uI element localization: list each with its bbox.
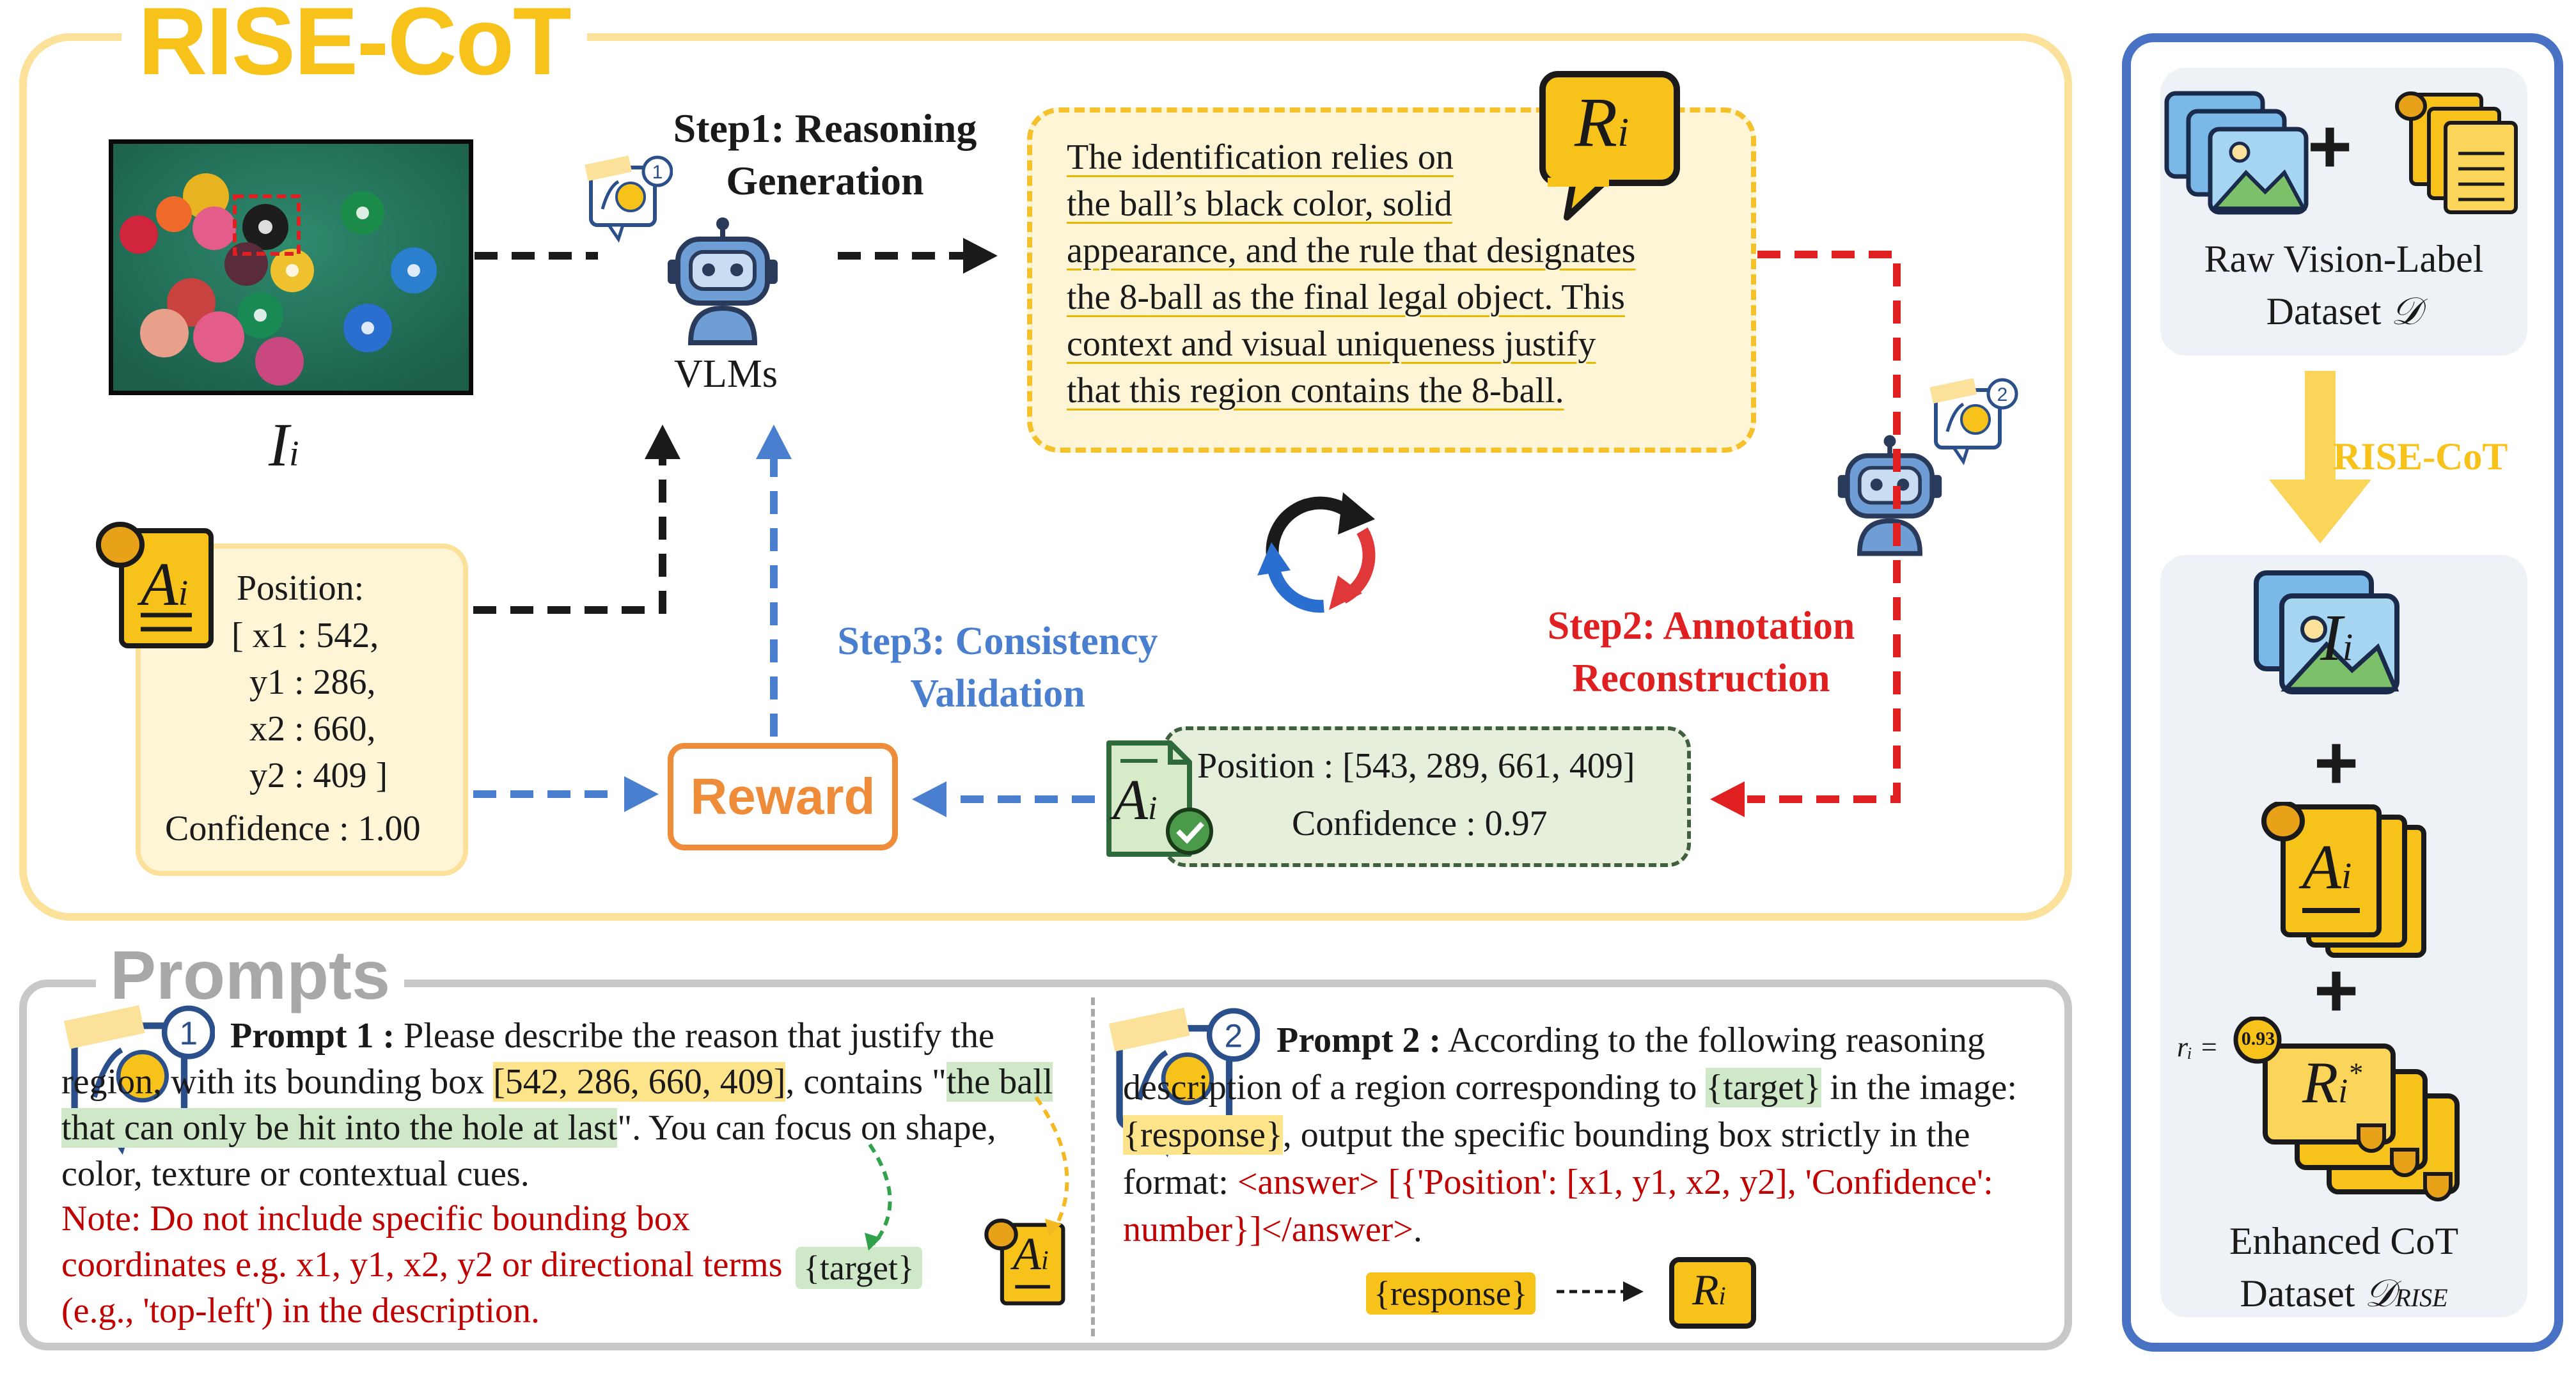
- reasoning-line: context and visual uniqueness justify: [1067, 324, 1596, 364]
- prompt2-label: Prompt 2 :: [1276, 1020, 1441, 1060]
- cycle-icon: [1253, 486, 1388, 620]
- annotation-position-label: Position:: [237, 568, 365, 608]
- reasoning-line: appearance, and the rule that designates: [1067, 231, 1636, 270]
- response-to-ri-arrow: [1557, 1281, 1644, 1302]
- annotation-ai-icon: Ai: [83, 519, 224, 653]
- ri-score-label: rᵢ =: [2177, 1031, 2219, 1063]
- prompt1-ai-icon: Ai: [976, 1215, 1072, 1311]
- raw-label-stack-icon: [2392, 90, 2520, 217]
- annotation-to-vlm-arrow: [473, 455, 666, 614]
- ri-score-badge: 0.93: [2241, 1028, 2275, 1049]
- rise-cot-down-arrow: [2269, 371, 2371, 543]
- reconstructed-ai-icon: Ai: [1094, 735, 1221, 863]
- svg-text:1: 1: [180, 1014, 198, 1051]
- image-label: Ii: [269, 410, 299, 479]
- prompt1-target-tag: {target}: [796, 1247, 922, 1289]
- badge-1: 1: [652, 162, 663, 183]
- prompt2-format: <answer> [{'Position': [x1, y1, x2, y2],…: [1123, 1162, 1993, 1249]
- rise-cot-arrow-label: RISE-CoT: [2333, 435, 2508, 478]
- rise-cot-title: RISE-CoT: [122, 0, 587, 97]
- reasoning-line: the 8-ball as the final legal object. Th…: [1067, 277, 1625, 317]
- enhanced-annotation-icon: Ai: [2251, 801, 2437, 962]
- enhanced-plus-1: +: [2314, 720, 2359, 806]
- enhanced-plus-2: +: [2314, 948, 2359, 1033]
- prompt2-ri-icon: Ri: [1669, 1257, 1756, 1329]
- prompt2-response-tag-2: {response}: [1366, 1272, 1535, 1315]
- svg-text:2: 2: [1997, 384, 2008, 405]
- prompt2-target-tag: {target}: [1706, 1068, 1821, 1107]
- prompt1-text: Prompt 1 : Please describe the reason th…: [61, 1016, 1053, 1194]
- prompt2-response-tag: {response}: [1123, 1115, 1283, 1155]
- enhanced-image-icon: Ii: [2250, 568, 2429, 721]
- dataset-panel: [2122, 33, 2563, 1352]
- annotation-confidence: Confidence : 1.00: [165, 809, 421, 848]
- step1-lightbulb-icon: 1: [583, 155, 673, 244]
- prompt1-link-arrows: [865, 1096, 1069, 1251]
- reasoning-set-icon: 0.93 Ri*: [2233, 1015, 2489, 1208]
- billiards-image: [109, 139, 473, 395]
- prompts-divider: [1091, 997, 1095, 1336]
- prompt2-text: Prompt 2 : According to the following re…: [1123, 1020, 2017, 1249]
- reasoning-line: the ball’s black color, solid: [1067, 184, 1452, 224]
- step2-robot-icon: [1835, 435, 1944, 556]
- flow-arrows: [473, 238, 1901, 817]
- svg-text:2: 2: [1225, 1017, 1243, 1054]
- raw-image-stack-icon: [2163, 90, 2323, 217]
- reward-box: Reward: [668, 743, 898, 850]
- vlm-robot-icon: [665, 217, 780, 345]
- prompt1-label: Prompt 1 :: [230, 1016, 395, 1056]
- raw-plus: +: [2307, 104, 2353, 189]
- reasoning-line: that this region contains the 8-ball.: [1067, 371, 1564, 410]
- reasoning-line: The identification relies on: [1067, 137, 1454, 177]
- reasoning-to-reconstruction-arrow: [1747, 251, 1901, 803]
- vlms-label: VLMs: [674, 352, 778, 396]
- raw-dataset-label: Raw Vision-Label Dataset 𝒟: [2204, 238, 2484, 332]
- reconstructed-box: [1163, 726, 1691, 867]
- reconstructed-confidence: Confidence : 0.97: [1292, 804, 1548, 843]
- enhanced-dataset-label: Enhanced CoT Dataset 𝒟RISE: [2229, 1220, 2459, 1315]
- prompts-panel: [19, 980, 2072, 1350]
- reasoning-ri-icon: Ri: [1535, 69, 1688, 223]
- prompt1-note: Note: Do not include specific bounding b…: [61, 1199, 783, 1331]
- prompts-title: Prompts: [96, 935, 405, 1015]
- reconstructed-position: Position : [543, 289, 661, 409]: [1197, 746, 1635, 786]
- step2-lightbulb-icon: 2: [1925, 377, 2021, 467]
- reasoning-text: The identification relies on the ball’s …: [1067, 134, 1719, 414]
- annotation-coords: [ x1 : 542, y1 : 286, x2 : 660, y2 : 409…: [232, 616, 388, 795]
- prompt1-bbox: [542, 286, 660, 409]: [493, 1062, 786, 1102]
- target-bbox: [233, 194, 301, 256]
- prompt1-lightbulb-icon: 1: [61, 1004, 216, 1157]
